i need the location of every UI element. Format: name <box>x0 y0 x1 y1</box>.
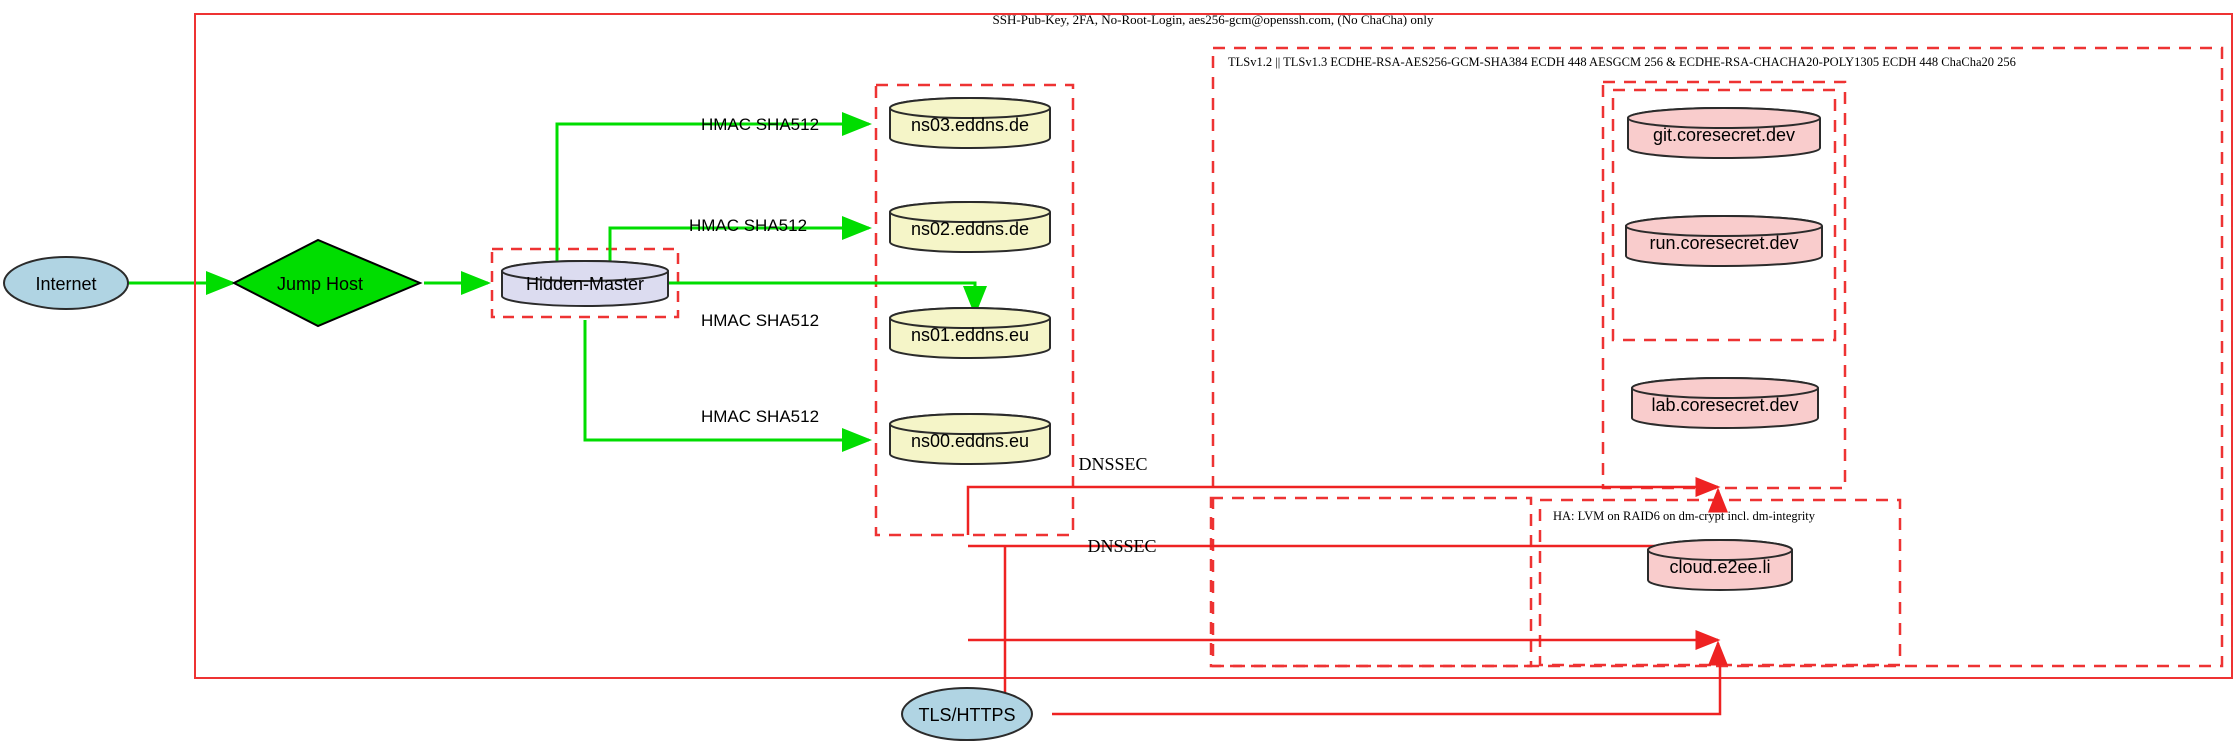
node-cloud-e2ee[interactable]: cloud.e2ee.li <box>1647 539 1793 591</box>
dnssec-cluster-box <box>1209 496 1533 668</box>
node-ns03[interactable]: ns03.eddns.de <box>889 97 1051 149</box>
node-jump-host-label: Jump Host <box>277 274 363 294</box>
edge-hiddenmaster-ns00 <box>583 320 872 452</box>
node-run-label: run.coresecret.dev <box>1649 233 1798 253</box>
coresecret-inner-cluster <box>1611 88 1837 342</box>
edge-label-dnssec-2: DNSSEC <box>1087 536 1156 556</box>
node-lab-label: lab.coresecret.dev <box>1651 395 1798 415</box>
node-git-label: git.coresecret.dev <box>1653 125 1795 145</box>
node-ns01-label: ns01.eddns.eu <box>911 325 1029 345</box>
node-internet[interactable]: Internet <box>3 256 129 310</box>
node-run-coresecret[interactable]: run.coresecret.dev <box>1625 215 1823 267</box>
node-ns02[interactable]: ns02.eddns.de <box>889 201 1051 253</box>
node-tls-https-label: TLS/HTTPS <box>918 705 1015 725</box>
dns-cluster-box <box>874 83 1075 537</box>
tls-boundary-label: TLSv1.2 || TLSv1.3 ECDHE-RSA-AES256-GCM-… <box>1228 55 2016 69</box>
node-hidden-master-label: Hidden-Master <box>526 274 644 294</box>
ha-cluster-label: HA: LVM on RAID6 on dm-crypt incl. dm-in… <box>1553 509 1816 523</box>
node-ns00[interactable]: ns00.eddns.eu <box>889 413 1051 465</box>
edge-hiddenmaster-ns02 <box>608 216 872 266</box>
edge-label-hmac-ns02: HMAC SHA512 <box>689 216 807 235</box>
node-ns03-label: ns03.eddns.de <box>911 115 1029 135</box>
coresecret-outer-cluster <box>1601 80 1847 490</box>
node-tls-https[interactable]: TLS/HTTPS <box>901 687 1033 741</box>
node-ns00-label: ns00.eddns.eu <box>911 431 1029 451</box>
node-hidden-master[interactable]: Hidden-Master <box>501 260 669 307</box>
edge-dnssec-upper <box>966 477 1721 535</box>
node-git-coresecret[interactable]: git.coresecret.dev <box>1627 107 1821 159</box>
node-lab-coresecret[interactable]: lab.coresecret.dev <box>1631 377 1819 429</box>
node-jump-host[interactable]: Jump Host <box>231 238 423 328</box>
edge-label-hmac-ns03: HMAC SHA512 <box>701 115 819 134</box>
tls-boundary-box <box>1211 46 2224 668</box>
node-internet-label: Internet <box>35 274 96 294</box>
node-ns01[interactable]: ns01.eddns.eu <box>889 307 1051 359</box>
node-ns02-label: ns02.eddns.de <box>911 219 1029 239</box>
ssh-boundary-label: SSH-Pub-Key, 2FA, No-Root-Login, aes256-… <box>993 12 1434 27</box>
ssh-boundary-box <box>194 13 2233 679</box>
edge-hiddenmaster-ns01 <box>668 281 987 316</box>
edge-tlshttps-right <box>1052 660 1722 716</box>
edge-label-hmac-ns01: HMAC SHA512 <box>701 311 819 330</box>
edge-hiddenmaster-ns03 <box>555 112 872 266</box>
node-cloud-label: cloud.e2ee.li <box>1669 557 1770 577</box>
edge-label-dnssec-1: DNSSEC <box>1078 454 1147 474</box>
edge-label-hmac-ns00: HMAC SHA512 <box>701 407 819 426</box>
